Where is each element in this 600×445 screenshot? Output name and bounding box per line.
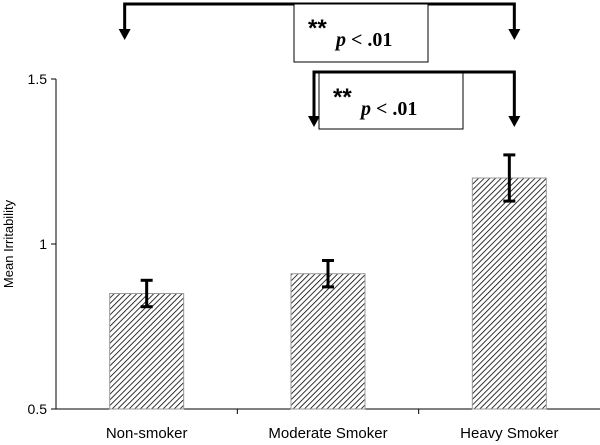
significance-bracket: ** p < .01 [308, 70, 521, 130]
arrowhead [508, 116, 521, 127]
significance-brackets: ** p < .01 ** p < .01 [118, 2, 521, 130]
arrowhead [308, 116, 320, 127]
y-tick-label: 1.5 [28, 71, 48, 87]
bar-moderate-smoker [290, 273, 366, 410]
arrowhead [508, 29, 521, 40]
x-ticks [236, 409, 420, 414]
bar-non-smoker [109, 293, 185, 410]
y-ticks: 0.5 1 1.5 [28, 71, 56, 417]
p-variable: p [334, 29, 346, 51]
y-tick-label: 1 [39, 236, 47, 252]
y-tick-label: 0.5 [28, 401, 48, 417]
bars [109, 177, 547, 410]
bar-heavy-smoker [471, 177, 547, 410]
p-value-label: p < .01 [334, 29, 392, 51]
p-variable: p [359, 98, 371, 120]
p-threshold: < .01 [346, 29, 392, 51]
y-axis-title: Mean Irritability [1, 199, 16, 288]
arrowhead [118, 29, 131, 40]
p-threshold: < .01 [371, 98, 417, 120]
significance-label-box [293, 3, 429, 63]
significance-label-box [318, 72, 464, 130]
x-tick-label: Heavy Smoker [460, 425, 558, 442]
significance-bracket: ** p < .01 [118, 2, 521, 63]
category-labels: Non-smoker Moderate Smoker Heavy Smoker [106, 425, 559, 442]
significance-stars: ** [308, 15, 327, 42]
error-bars [140, 153, 516, 309]
x-tick-label: Non-smoker [106, 425, 188, 442]
significance-stars: ** [333, 84, 352, 111]
p-value-label: p < .01 [359, 98, 417, 120]
bracket-line [312, 70, 516, 120]
x-tick-label: Moderate Smoker [268, 425, 387, 442]
